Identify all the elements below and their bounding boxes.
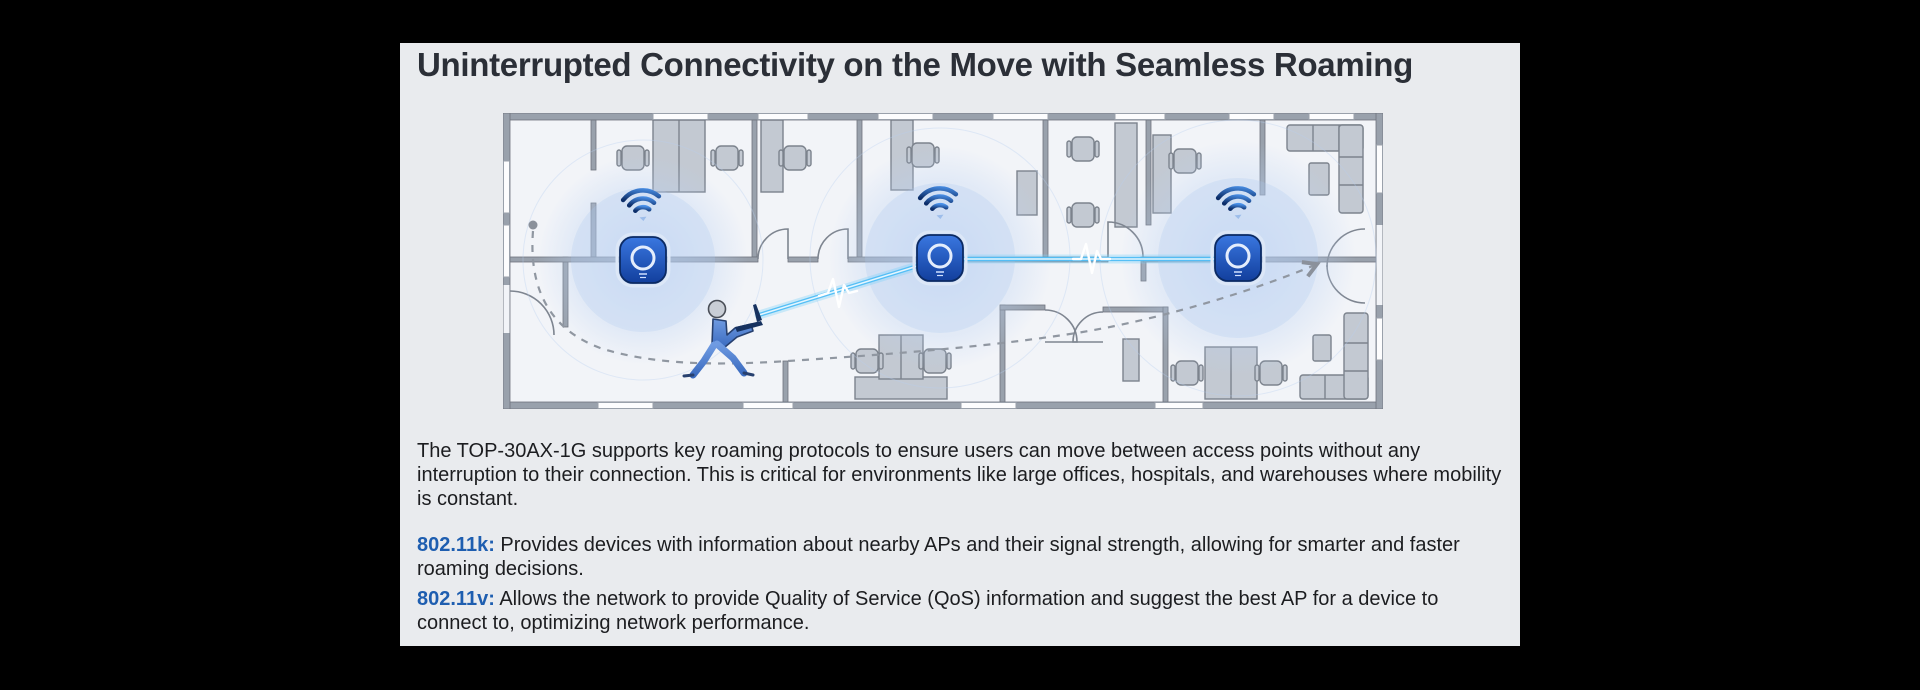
access-point-3 [1210, 186, 1266, 286]
access-point-icon [619, 236, 667, 284]
access-point-1 [615, 188, 671, 288]
access-point-icon [916, 234, 964, 282]
path-start-dot [528, 220, 538, 230]
wifi-icon [620, 188, 662, 221]
protocol-label-80211v: 802.11v: [417, 588, 495, 610]
walking-user-laptop-icon [682, 299, 763, 379]
floorplan-diagram [502, 112, 1384, 410]
access-point-icon [1214, 234, 1262, 282]
page-title: Uninterrupted Connectivity on the Move w… [417, 46, 1413, 83]
intro-paragraph: The TOP-30AX-1G supports key roaming pro… [417, 440, 1502, 510]
protocol-list: 802.11k: Provides devices with informati… [417, 533, 1503, 641]
wifi-icon [917, 186, 959, 219]
signal-pulse-icon [817, 277, 859, 309]
windows-layer [503, 113, 1383, 409]
protocol-text-80211k: Provides devices with information about … [417, 534, 1460, 580]
list-item-80211k: 802.11k: Provides devices with informati… [417, 533, 1503, 581]
laptop-icon [735, 321, 763, 332]
content-panel: Uninterrupted Connectivity on the Move w… [400, 43, 1520, 646]
door-arc-icon [509, 290, 555, 336]
door-arc-icon [1044, 309, 1078, 343]
wifi-icon [1215, 186, 1257, 219]
roaming-path-arrow-icon [531, 230, 1321, 365]
door-arc-icon [757, 228, 789, 260]
protocol-label-80211k: 802.11k: [417, 534, 495, 556]
roaming-path [528, 220, 1321, 365]
access-point-2 [912, 186, 968, 286]
signal-pulse-icon [1071, 242, 1112, 275]
protocol-text-80211v: Allows the network to provide Quality of… [417, 588, 1439, 634]
floorplan-svg [502, 112, 1384, 410]
door-arc-icon [1072, 311, 1104, 343]
list-item-80211v: 802.11v: Allows the network to provide Q… [417, 587, 1503, 635]
